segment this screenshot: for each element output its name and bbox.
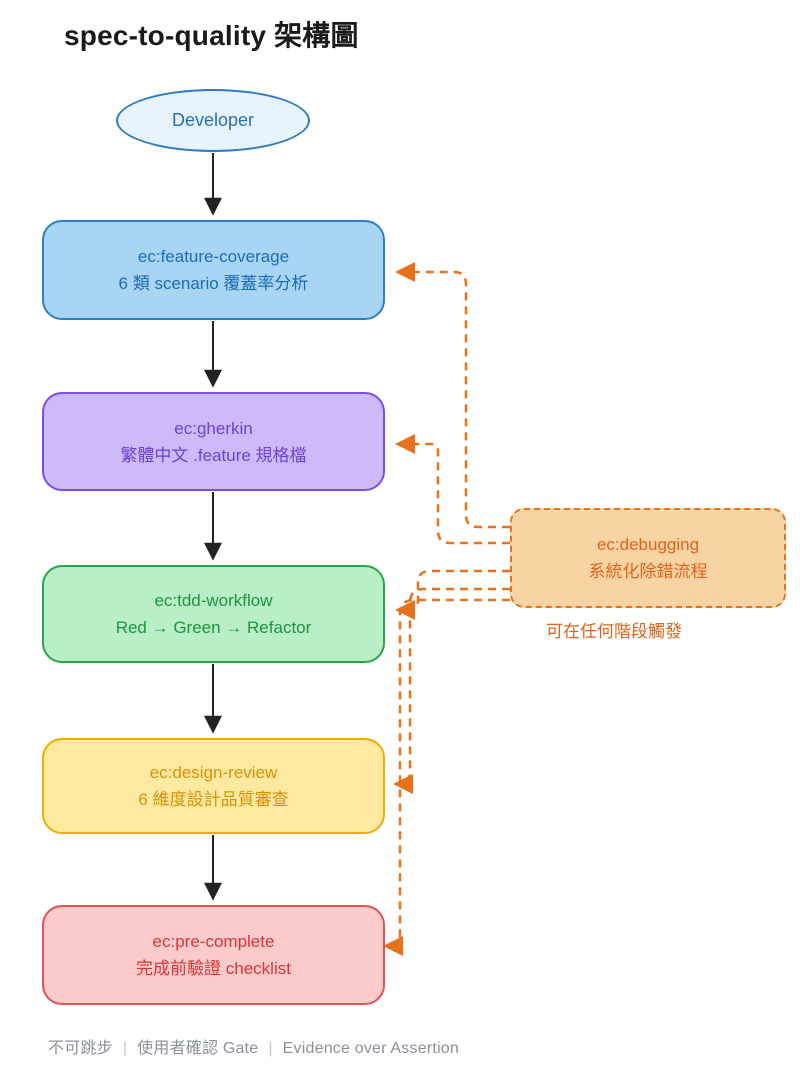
node-pre-complete: ec:pre-complete 完成前驗證 checklist	[42, 905, 385, 1005]
node-tdd-workflow: ec:tdd-workflow Red → Green → Refactor	[42, 565, 385, 663]
footer-separator: |	[268, 1040, 273, 1057]
edge-debugging-to-tdd-workflow	[395, 569, 510, 620]
node-gherkin: ec:gherkin 繁體中文 .feature 規格檔	[42, 392, 385, 491]
node-design-review-line1: ec:design-review	[149, 763, 278, 782]
node-tdd-workflow-line2: Red → Green → Refactor	[115, 618, 312, 637]
edge-debugging-to-gherkin	[395, 434, 510, 545]
footer-item-1: 不可跳步	[48, 1040, 113, 1057]
node-developer: Developer	[116, 89, 310, 152]
footer-item-2: 使用者確認 Gate	[137, 1040, 259, 1057]
node-debugging: ec:debugging 系統化除錯流程	[510, 508, 786, 608]
edge-debugging-to-feature-coverage	[395, 262, 510, 529]
node-debugging-line2: 系統化除錯流程	[588, 562, 708, 581]
footer-item-3: Evidence over Assertion	[282, 1040, 459, 1057]
debugging-caption: 可在任何階段觸發	[546, 622, 682, 641]
node-gherkin-line1: ec:gherkin	[174, 418, 253, 438]
node-feature-coverage-line2: 6 類 scenario 覆蓋率分析	[118, 274, 309, 293]
node-gherkin-line2: 繁體中文 .feature 規格檔	[120, 445, 307, 465]
footer-separator: |	[122, 1040, 128, 1057]
edge-debugging-to-design-review	[393, 587, 510, 794]
edge-debugging-to-pre-complete	[383, 598, 510, 956]
footer-note: 不可跳步 | 使用者確認 Gate | Evidence over Assertion	[48, 1034, 459, 1058]
node-developer-label: Developer	[171, 110, 255, 130]
diagram-title: spec-to-quality 架構圖	[64, 20, 359, 51]
node-tdd-workflow-line1: ec:tdd-workflow	[154, 591, 273, 610]
node-debugging-line1: ec:debugging	[596, 535, 700, 554]
node-pre-complete-line2: 完成前驗證 checklist	[136, 959, 291, 978]
node-design-review-line2: 6 維度設計品質審查	[138, 790, 289, 809]
node-feature-coverage-line1: ec:feature-coverage	[137, 247, 290, 266]
node-pre-complete-line1: ec:pre-complete	[152, 932, 275, 951]
node-design-review: ec:design-review 6 維度設計品質審查	[42, 738, 385, 834]
node-feature-coverage: ec:feature-coverage 6 類 scenario 覆蓋率分析	[42, 220, 385, 320]
